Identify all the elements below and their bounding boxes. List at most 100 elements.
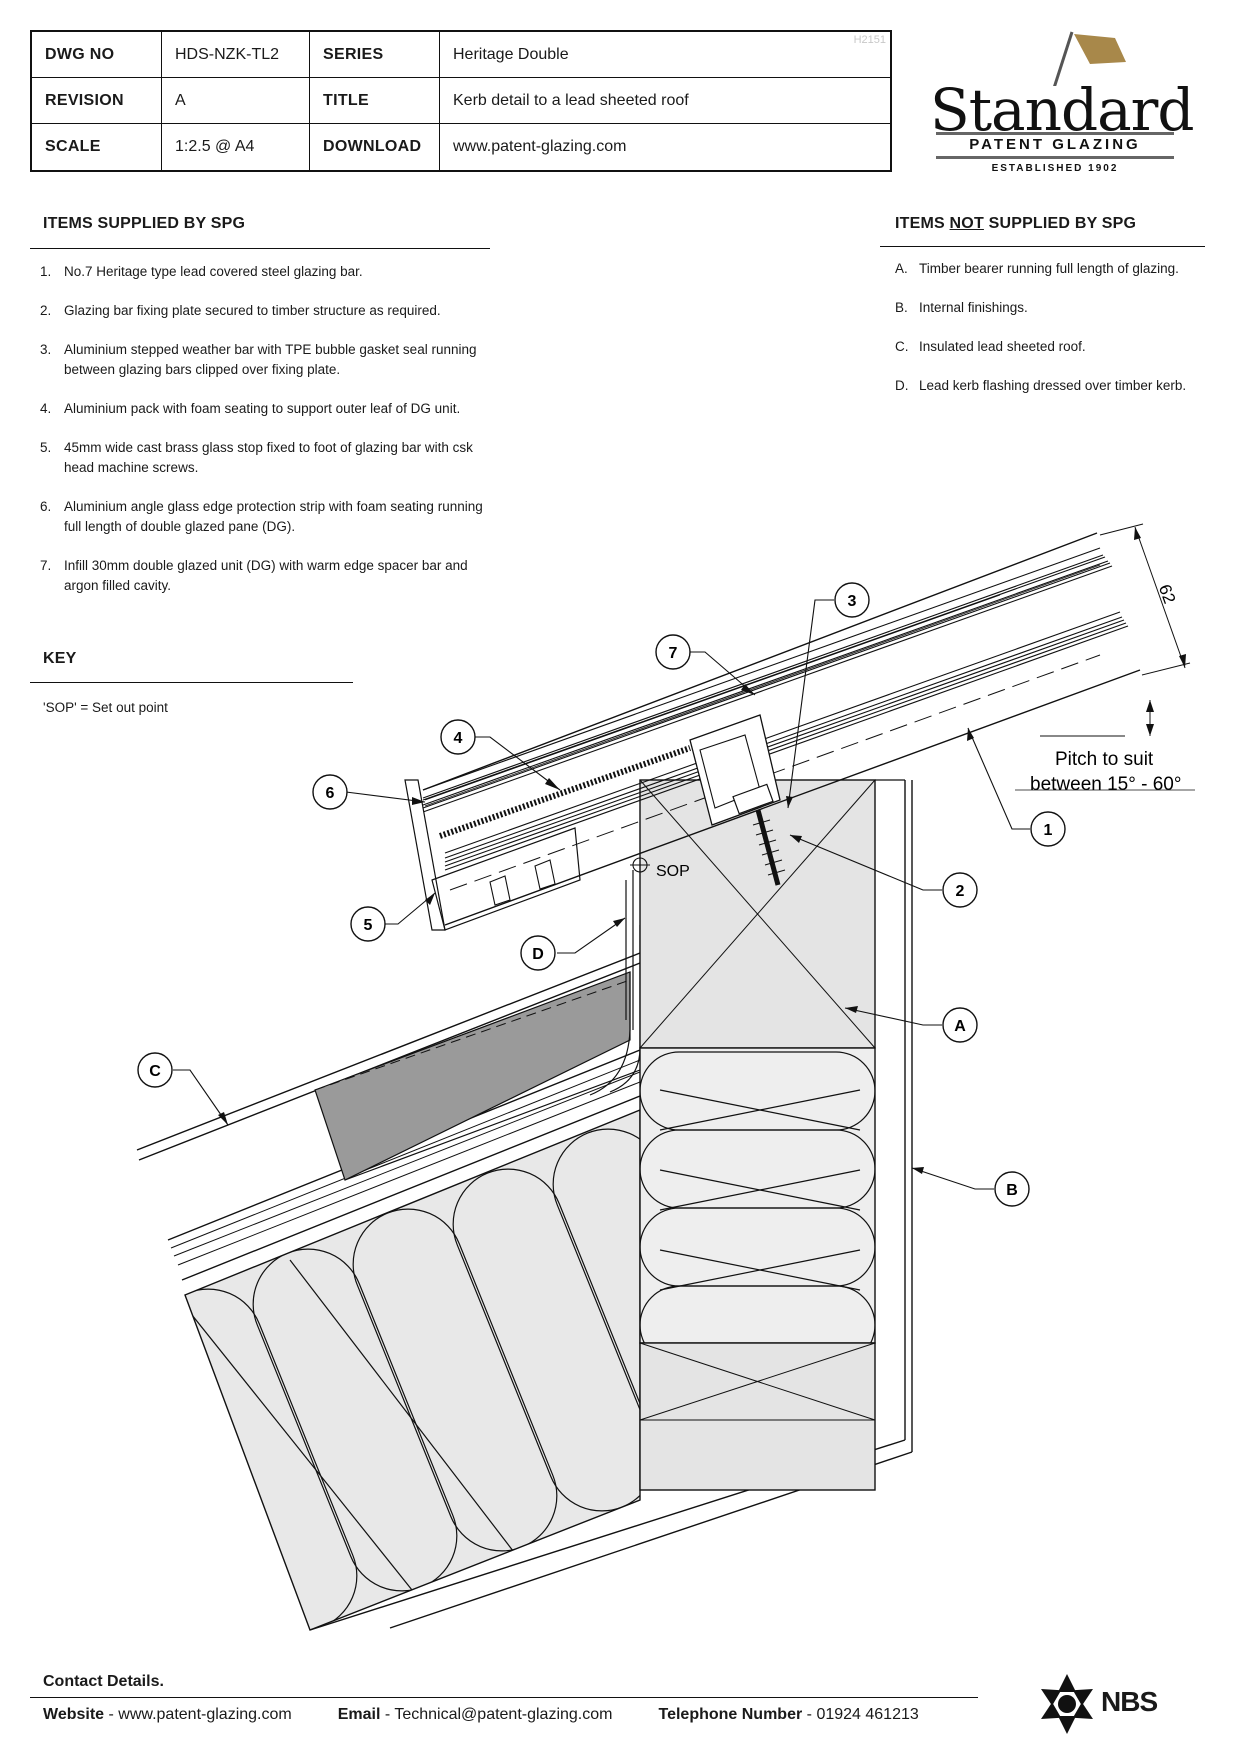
- series-value: Heritage Double: [440, 32, 890, 78]
- dwg-no-label: DWG NO: [32, 32, 162, 78]
- callout-d: D: [520, 935, 556, 971]
- nbs-wordmark: NBS: [1101, 1686, 1158, 1717]
- callout-b: B: [994, 1171, 1030, 1207]
- callout-7: 7: [655, 634, 691, 670]
- supplied-item-text: Aluminium pack with foam seating to supp…: [64, 401, 461, 416]
- pitch-note: Pitch to suit between 15° - 60°: [1015, 700, 1195, 795]
- download-link[interactable]: www.patent-glazing.com: [453, 138, 627, 155]
- supplied-item: 3.Aluminium stepped weather bar with TPE…: [40, 340, 485, 380]
- callout-label: 3: [848, 593, 857, 610]
- callout-label: 6: [326, 785, 335, 802]
- heading-post: SUPPLIED BY SPG: [983, 215, 1137, 232]
- callout-label: 5: [364, 917, 373, 934]
- scale-label: SCALE: [32, 124, 162, 170]
- callout-5: 5: [350, 906, 386, 942]
- not-supplied-item-number: B.: [895, 300, 908, 315]
- items-supplied-list: 1.No.7 Heritage type lead covered steel …: [40, 262, 485, 615]
- flag-icon: [1053, 31, 1126, 86]
- not-supplied-item-text: Insulated lead sheeted roof.: [919, 339, 1086, 354]
- brass-glass-stop: [431, 827, 581, 931]
- title-block-grid: DWG NO HDS-NZK-TL2 SERIES Heritage Doubl…: [32, 32, 890, 170]
- callout-4: 4: [440, 719, 476, 755]
- supplied-item: 4. Aluminium pack with foam seating to su…: [40, 399, 485, 419]
- series-label: SERIES: [310, 32, 440, 78]
- callout-2: 2: [942, 872, 978, 908]
- callout-3: 3: [834, 582, 870, 618]
- insulated-roof-section: [167, 1049, 913, 1631]
- not-supplied-item: B.Internal finishings.: [895, 298, 1205, 318]
- items-supplied-rule: [30, 248, 490, 249]
- callout-arrowheads: [218, 684, 974, 1174]
- logo-rule-top: [936, 132, 1174, 135]
- items-not-supplied-heading: ITEMS NOT SUPPLIED BY SPG: [895, 215, 1136, 233]
- callouts: 1 2 3 4 5 6 7A B C D: [137, 582, 1066, 1207]
- footer-contact-line: Website - www.patent-glazing.com Email -…: [43, 1706, 919, 1724]
- timber-bearer-lower: [639, 1342, 876, 1491]
- roof-insulation: [184, 1108, 641, 1631]
- supplied-item-number: 7.: [40, 558, 52, 573]
- revision-value: A: [162, 78, 310, 124]
- callout-label: 7: [669, 645, 678, 662]
- email-separator: -: [384, 1706, 391, 1723]
- supplied-item-text: 45mm wide cast brass glass stop fixed to…: [64, 440, 473, 475]
- not-supplied-item: C.Insulated lead sheeted roof.: [895, 337, 1205, 357]
- supplied-item: 5. 45mm wide cast brass glass stop fixed …: [40, 438, 485, 478]
- nbs-logo: NBS: [1035, 1670, 1175, 1740]
- glazing-depth-dimension: 62: [1099, 523, 1191, 676]
- supplied-item-number: 5.: [40, 440, 52, 455]
- callout-label: 1: [1044, 822, 1053, 839]
- key-rule: [30, 682, 353, 683]
- key-text: 'SOP' = Set out point: [43, 700, 168, 715]
- pitch-line-1: Pitch to suit: [1055, 749, 1154, 770]
- not-supplied-item: A.Timber bearer running full length of g…: [895, 259, 1205, 279]
- supplied-item: 7. Infill 30mm double glazed unit (DG) wi…: [40, 556, 485, 596]
- supplied-item-number: 4.: [40, 401, 52, 416]
- pitch-line-2: between 15° - 60°: [1030, 774, 1181, 795]
- phone-label: Telephone Number: [658, 1706, 803, 1723]
- lead-kerb-flashing: [314, 971, 631, 1181]
- items-supplied-heading: ITEMS SUPPLIED BY SPG: [43, 215, 246, 232]
- callout-a: A: [942, 1007, 978, 1043]
- supplied-item: 2. Glazing bar fixing plate secured to ti…: [40, 301, 485, 321]
- supplied-item-text: Glazing bar fixing plate secured to timb…: [64, 303, 441, 318]
- sop-label: SOP: [656, 863, 690, 880]
- callout-label: A: [954, 1018, 966, 1035]
- supplied-item-text: Infill 30mm double glazed unit (DG) with…: [64, 558, 468, 593]
- phone-separator: -: [806, 1706, 812, 1723]
- download-label: DOWNLOAD: [310, 124, 440, 170]
- email-label: Email: [337, 1706, 381, 1723]
- revision-label: REVISION: [32, 78, 162, 124]
- drawing-reference-watermark: H2151: [853, 34, 886, 46]
- email-link[interactable]: Technical@patent-glazing.com: [394, 1706, 613, 1723]
- supplied-item-number: 2.: [40, 303, 52, 318]
- callout-label: 2: [956, 883, 965, 900]
- glazing-assembly: [404, 532, 1141, 931]
- supplied-item-number: 6.: [40, 499, 52, 514]
- not-supplied-item: D.Lead kerb flashing dressed over timber…: [895, 376, 1205, 396]
- supplied-item-text: Aluminium angle glass edge protection st…: [64, 499, 483, 534]
- callout-label: 4: [454, 730, 463, 747]
- callout-leaders: [173, 599, 1030, 1190]
- title-block: H2151 DWG NO HDS-NZK-TL2 SERIES Heritage…: [30, 30, 892, 172]
- not-supplied-item-number: A.: [895, 261, 908, 276]
- website-link[interactable]: www.patent-glazing.com: [118, 1706, 292, 1723]
- scale-value: 1:2.5 @ A4: [162, 124, 310, 170]
- website-label: Website: [43, 1706, 105, 1723]
- supplied-item-text: No.7 Heritage type lead covered steel gl…: [64, 264, 363, 279]
- website-separator: -: [108, 1706, 114, 1723]
- logo-rule-bottom: [936, 156, 1174, 159]
- heading-pre: ITEMS: [895, 215, 950, 232]
- items-not-supplied-rule: [880, 246, 1205, 247]
- timber-kerb: [609, 779, 913, 1491]
- footer-phone: Telephone Number - 01924 461213: [658, 1706, 918, 1724]
- callout-c: C: [137, 1052, 173, 1088]
- not-supplied-item-text: Lead kerb flashing dressed over timber k…: [919, 378, 1187, 393]
- footer-rule: [30, 1697, 978, 1698]
- callout-label: B: [1006, 1182, 1018, 1199]
- callout-1: 1: [1030, 811, 1066, 847]
- phone-number[interactable]: 01924 461213: [816, 1706, 919, 1723]
- supplied-item: 1.No.7 Heritage type lead covered steel …: [40, 262, 485, 282]
- kerb-insulation: [639, 1047, 876, 1344]
- contact-details-heading: Contact Details.: [43, 1673, 164, 1690]
